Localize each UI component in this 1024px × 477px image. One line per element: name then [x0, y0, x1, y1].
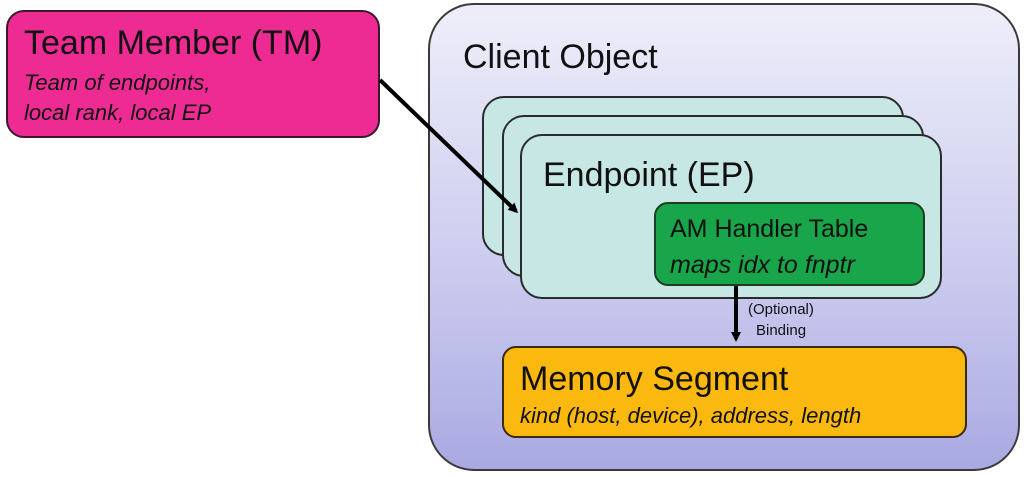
team-member-title: Team Member (TM) — [24, 24, 323, 62]
team-member-to-endpoint-arrow — [378, 78, 519, 214]
team-member-line-1: Team of endpoints, — [24, 70, 211, 95]
client-object-title: Client Object — [463, 38, 658, 76]
am-handler-table-box — [654, 202, 925, 286]
endpoint-title: Endpoint (EP) — [543, 156, 755, 194]
am-handler-table-subtitle: maps idx to fnptr — [670, 251, 855, 279]
memory-segment-subtitle: kind (host, device), address, length — [520, 403, 862, 428]
team-member-box — [6, 10, 380, 138]
am-handler-table-title: AM Handler Table — [670, 215, 869, 243]
team-member-line-2: local rank, local EP — [24, 100, 212, 125]
binding-label-optional: (Optional) — [748, 301, 814, 318]
binding-label-binding: Binding — [756, 322, 807, 339]
memory-segment-title: Memory Segment — [520, 360, 789, 398]
memory-segment-box — [502, 346, 967, 438]
